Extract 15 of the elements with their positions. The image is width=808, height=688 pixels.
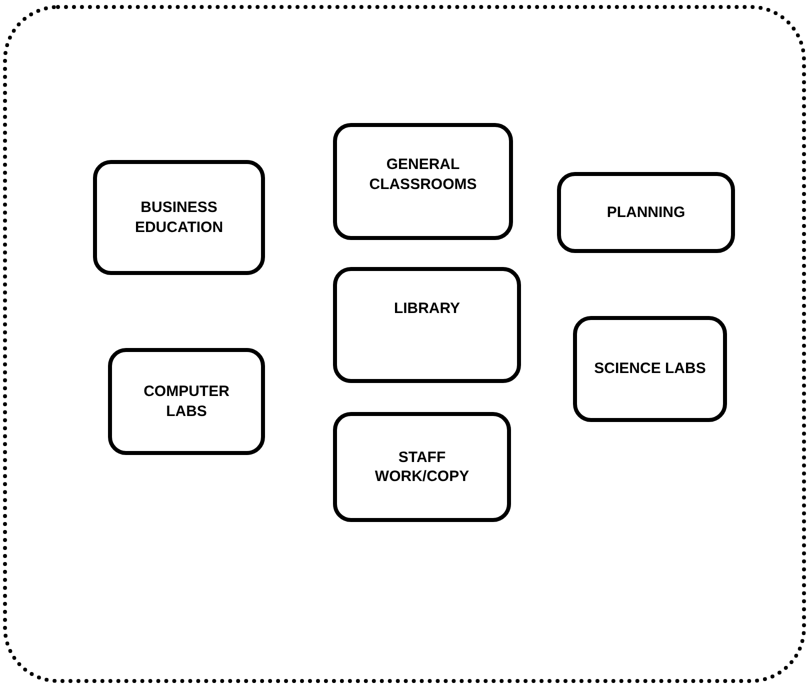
room-label: COMPUTER LABS bbox=[142, 382, 230, 421]
room-box bbox=[108, 348, 265, 455]
room-box bbox=[333, 267, 521, 383]
room-box bbox=[573, 316, 727, 422]
room-box bbox=[557, 172, 735, 253]
room-label: PLANNING bbox=[606, 202, 686, 222]
area-boundary bbox=[3, 5, 806, 683]
room-label: GENERAL CLASSROOMS bbox=[368, 155, 478, 194]
room-box bbox=[93, 160, 265, 275]
room-label: SCIENCE LABS bbox=[594, 359, 706, 379]
room-label: BUSINESS EDUCATION bbox=[134, 198, 224, 237]
room-label: LIBRARY bbox=[394, 299, 460, 318]
room-label: STAFF WORK/COPY bbox=[374, 448, 470, 486]
room-box bbox=[333, 123, 513, 240]
room-box bbox=[333, 412, 511, 522]
